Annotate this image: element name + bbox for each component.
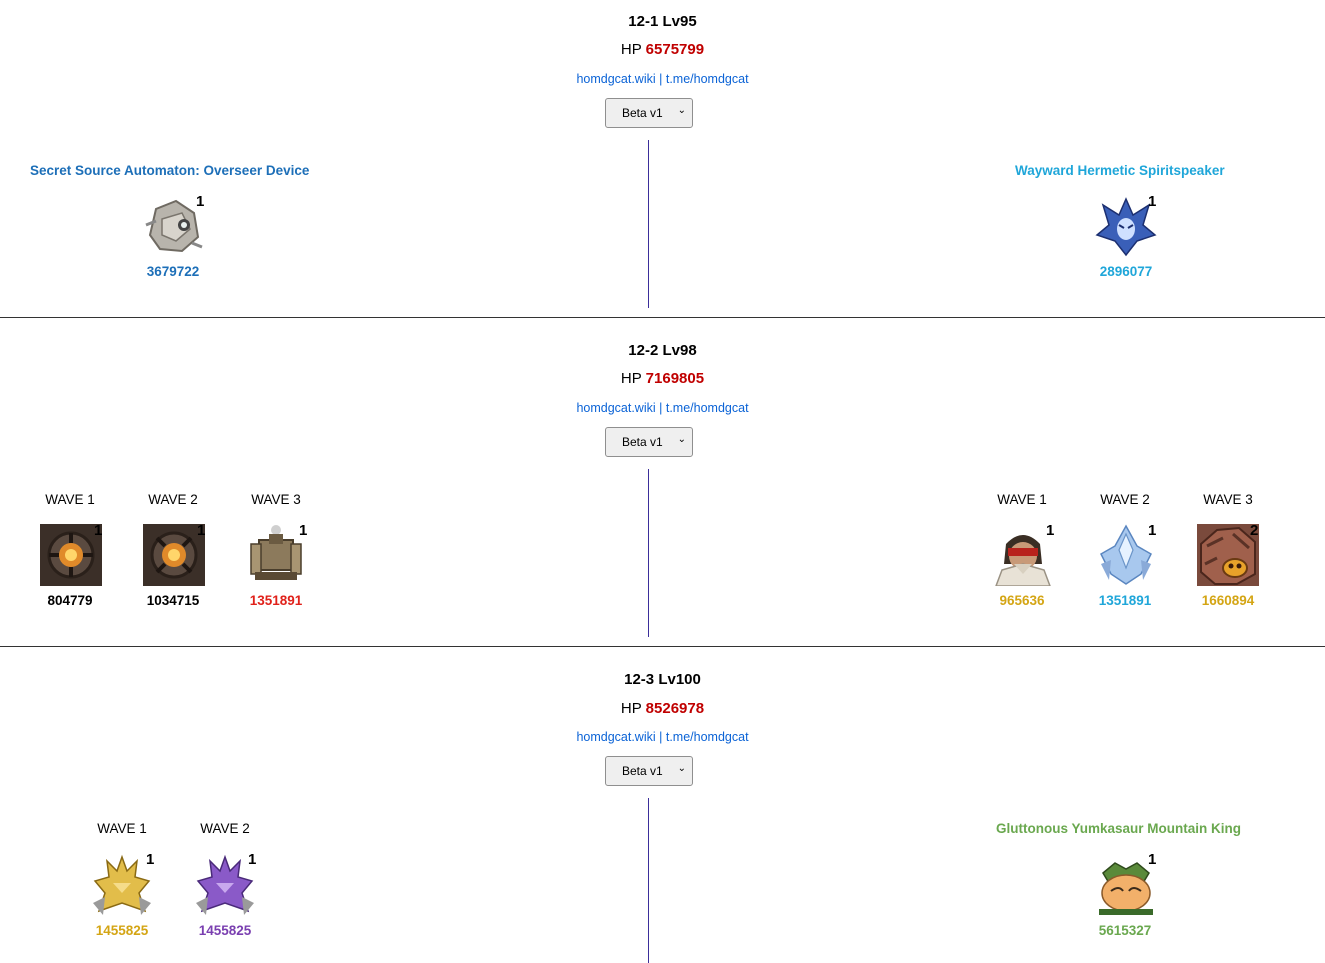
chevron-down-icon: ⌄: [677, 105, 686, 116]
enemy-count: 1: [1148, 522, 1157, 539]
telegram-link[interactable]: t.me/homdgcat: [665, 72, 749, 86]
masked-warrior-icon: [992, 524, 1054, 586]
version-select-value: Beta v1: [622, 435, 663, 449]
hp-label: HP: [620, 370, 642, 387]
enemy-count: 1: [299, 522, 308, 539]
version-select-value: Beta v1: [622, 764, 663, 778]
enemy-count: 2: [1250, 522, 1259, 539]
hp-value: 6575799: [645, 41, 705, 58]
hp-label: HP: [620, 41, 642, 58]
overseer-device-icon: [142, 195, 204, 257]
hp-label: HP: [620, 700, 642, 717]
link-separator: |: [659, 72, 663, 86]
golden-wolf-icon: [91, 853, 153, 915]
hp-value: 7169805: [645, 370, 705, 387]
chamber-separator: [0, 646, 1325, 647]
rock-golem-icon: [1197, 524, 1259, 586]
chamber-separator: [0, 317, 1325, 318]
enemy-count: 1: [197, 522, 206, 539]
enemy-count: 1: [248, 851, 257, 868]
chamber-title: 12-2 Lv98: [628, 342, 697, 359]
spiritspeaker-icon: [1095, 195, 1157, 257]
chamber-12-3: 12-3 Lv100 HP 8526978 homdgcat.wiki | t.…: [0, 647, 1325, 963]
enemy-count: 1: [146, 851, 155, 868]
enemy-hp: 804779: [47, 593, 93, 608]
links: homdgcat.wiki | t.me/homdgcat: [0, 730, 1325, 744]
enemy-hp: 1034715: [146, 593, 200, 608]
enemy-count: 1: [1148, 193, 1157, 210]
chevron-down-icon: ⌄: [677, 763, 686, 774]
enemy-count: 1: [94, 522, 103, 539]
homdgcat-wiki-link[interactable]: homdgcat.wiki: [576, 730, 656, 744]
chamber-title: 12-3 Lv100: [624, 671, 701, 688]
enemy-hp: 5615327: [1098, 923, 1152, 938]
enemy-hp: 1351891: [249, 593, 303, 608]
purple-wolf-icon: [194, 853, 256, 915]
chamber-hp: HP 6575799: [0, 41, 1325, 58]
half-divider: [648, 798, 649, 963]
enemy-hp: 2896077: [1099, 264, 1153, 279]
right-boss-name: Gluttonous Yumkasaur Mountain King: [996, 821, 1242, 836]
hp-value: 8526978: [645, 700, 705, 717]
half-divider: [648, 469, 649, 637]
chamber-title: 12-1 Lv95: [628, 13, 697, 30]
half-divider: [648, 140, 649, 308]
version-select[interactable]: Beta v1 ⌄: [605, 427, 693, 457]
links: homdgcat.wiki | t.me/homdgcat: [0, 72, 1325, 86]
wave-label: WAVE 2: [148, 492, 198, 507]
enemy-hp: 1455825: [198, 923, 252, 938]
chamber-hp: HP 7169805: [0, 370, 1325, 387]
chamber-12-2: 12-2 Lv98 HP 7169805 homdgcat.wiki | t.m…: [0, 318, 1325, 646]
dark-orb-icon: [40, 524, 102, 586]
wave-label: WAVE 1: [97, 821, 147, 836]
link-separator: |: [659, 401, 663, 415]
enemy-hp: 3679722: [146, 264, 200, 279]
automaton-cannon-icon: [245, 524, 307, 586]
right-boss-name: Wayward Hermetic Spiritspeaker: [1015, 163, 1225, 178]
yumkasaur-king-icon: [1095, 853, 1157, 915]
links: homdgcat.wiki | t.me/homdgcat: [0, 401, 1325, 415]
enemy-hp: 1660894: [1201, 593, 1255, 608]
telegram-link[interactable]: t.me/homdgcat: [665, 401, 749, 415]
enemy-hp: 1351891: [1098, 593, 1152, 608]
dark-orb-icon: [143, 524, 205, 586]
wave-label: WAVE 3: [1203, 492, 1253, 507]
enemy-count: 1: [1046, 522, 1055, 539]
ice-spirit-icon: [1095, 524, 1157, 586]
enemy-count: 1: [1148, 851, 1157, 868]
homdgcat-wiki-link[interactable]: homdgcat.wiki: [576, 72, 656, 86]
enemy-count: 1: [196, 193, 205, 210]
link-separator: |: [659, 730, 663, 744]
enemy-hp: 965636: [999, 593, 1045, 608]
wave-label: WAVE 2: [1100, 492, 1150, 507]
chamber-hp: HP 8526978: [0, 700, 1325, 717]
wave-label: WAVE 1: [45, 492, 95, 507]
wave-label: WAVE 1: [997, 492, 1047, 507]
wave-label: WAVE 3: [251, 492, 301, 507]
version-select-value: Beta v1: [622, 106, 663, 120]
left-boss-name: Secret Source Automaton: Overseer Device: [30, 163, 310, 178]
wave-label: WAVE 2: [200, 821, 250, 836]
enemy-hp: 1455825: [95, 923, 149, 938]
chamber-12-1: 12-1 Lv95 HP 6575799 homdgcat.wiki | t.m…: [0, 0, 1325, 317]
version-select[interactable]: Beta v1 ⌄: [605, 756, 693, 786]
homdgcat-wiki-link[interactable]: homdgcat.wiki: [576, 401, 656, 415]
telegram-link[interactable]: t.me/homdgcat: [665, 730, 749, 744]
chevron-down-icon: ⌄: [677, 434, 686, 445]
version-select[interactable]: Beta v1 ⌄: [605, 98, 693, 128]
